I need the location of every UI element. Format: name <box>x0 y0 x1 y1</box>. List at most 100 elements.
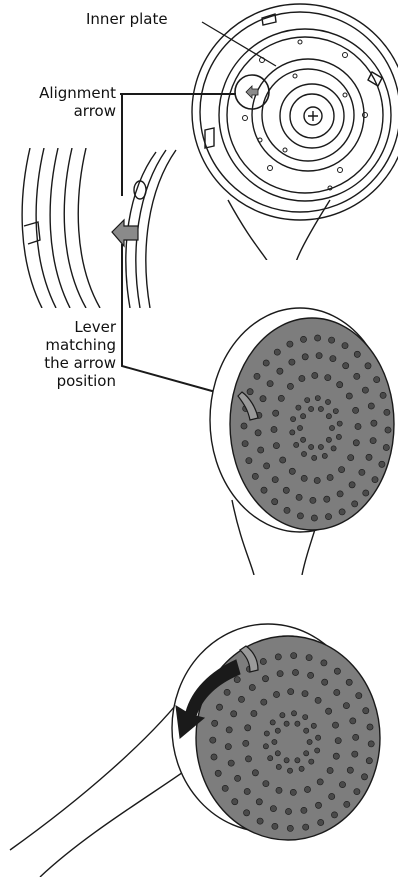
nozzle <box>339 467 345 473</box>
nozzle <box>312 455 317 460</box>
nozzle <box>216 704 222 710</box>
nozzle <box>322 453 327 458</box>
nozzle <box>316 353 322 359</box>
lever-label-line2: matching <box>20 336 116 354</box>
nozzle <box>331 812 337 818</box>
nozzle <box>315 335 321 341</box>
nozzle <box>226 727 232 733</box>
nozzle <box>334 668 340 674</box>
nozzle <box>299 766 304 771</box>
nozzle <box>273 443 279 449</box>
nozzle <box>353 407 359 413</box>
nozzle <box>294 442 299 447</box>
nozzle <box>257 818 263 824</box>
nozzle <box>280 713 285 718</box>
nozzle <box>361 774 367 780</box>
nozzle <box>334 689 340 695</box>
nozzle <box>304 786 310 792</box>
lever-label-line1: Lever <box>20 318 116 336</box>
nozzle <box>354 789 360 795</box>
nozzle <box>374 377 380 383</box>
nozzle <box>353 440 359 446</box>
nozzle <box>247 389 253 395</box>
nozzle <box>272 499 278 505</box>
nozzle <box>260 396 266 402</box>
nozzle <box>301 475 307 481</box>
nozzle <box>318 819 324 825</box>
nozzle <box>343 363 349 369</box>
nozzle <box>276 764 281 769</box>
nozzle <box>327 474 333 480</box>
alignment-arrow-label-line2: arrow <box>20 102 116 120</box>
nozzle <box>354 373 360 379</box>
nozzle <box>305 398 310 403</box>
nozzle <box>271 426 277 432</box>
nozzle <box>353 734 359 740</box>
inner-plate-label: Inner plate <box>86 10 168 28</box>
nozzle <box>350 718 356 724</box>
nozzle <box>318 444 323 449</box>
nozzle <box>346 393 352 399</box>
lever-label-line3: the arrow <box>20 354 116 372</box>
nozzle <box>372 477 378 483</box>
nozzle <box>245 725 251 731</box>
nozzle <box>251 710 257 716</box>
nozzle <box>368 741 374 747</box>
nozzle <box>270 720 275 725</box>
nozzle <box>336 434 341 439</box>
nozzle <box>225 744 231 750</box>
nozzle <box>254 373 260 379</box>
nozzle <box>212 720 218 726</box>
nozzle <box>245 756 251 762</box>
nozzle <box>324 496 330 502</box>
nozzle <box>277 671 283 677</box>
nozzle <box>287 341 293 347</box>
nozzle <box>280 457 286 463</box>
nozzle <box>287 825 293 831</box>
nozzle <box>258 447 264 453</box>
nozzle <box>333 753 339 759</box>
nozzle <box>292 669 298 675</box>
nozzle <box>356 693 362 699</box>
nozzle <box>325 375 331 381</box>
nozzle <box>287 383 293 389</box>
nozzle <box>263 781 269 787</box>
nozzle <box>287 768 292 773</box>
nozzle <box>263 360 269 366</box>
lever-label-line4: position <box>20 372 116 390</box>
nozzle <box>329 337 335 343</box>
nozzle <box>363 708 369 714</box>
nozzle <box>303 824 309 830</box>
nozzle <box>329 793 335 799</box>
nozzle <box>283 487 289 493</box>
nozzle <box>301 451 306 456</box>
nozzle <box>285 808 291 814</box>
nozzle <box>331 446 336 451</box>
nozzle <box>367 724 373 730</box>
nozzle <box>261 699 267 705</box>
lever-alignment-panel <box>210 308 394 575</box>
nozzle <box>370 438 376 444</box>
nozzle <box>335 738 341 744</box>
rotation-panel <box>10 624 380 877</box>
nozzle <box>261 487 267 493</box>
nozzle <box>343 703 349 709</box>
nozzle <box>228 760 234 766</box>
nozzle <box>295 758 300 763</box>
nozzle <box>344 801 350 807</box>
nozzle <box>339 509 345 515</box>
nozzle <box>291 711 296 716</box>
nozzle <box>249 684 255 690</box>
nozzle <box>260 658 266 664</box>
nozzle <box>241 423 247 429</box>
nozzle <box>352 751 358 757</box>
nozzle <box>302 354 308 360</box>
nozzle <box>295 721 300 726</box>
nozzle <box>274 349 280 355</box>
nozzle <box>330 356 336 362</box>
nozzle <box>327 767 333 773</box>
nozzle <box>273 410 279 416</box>
nozzle <box>242 441 248 447</box>
nozzle <box>234 677 240 683</box>
nozzle <box>275 654 281 660</box>
